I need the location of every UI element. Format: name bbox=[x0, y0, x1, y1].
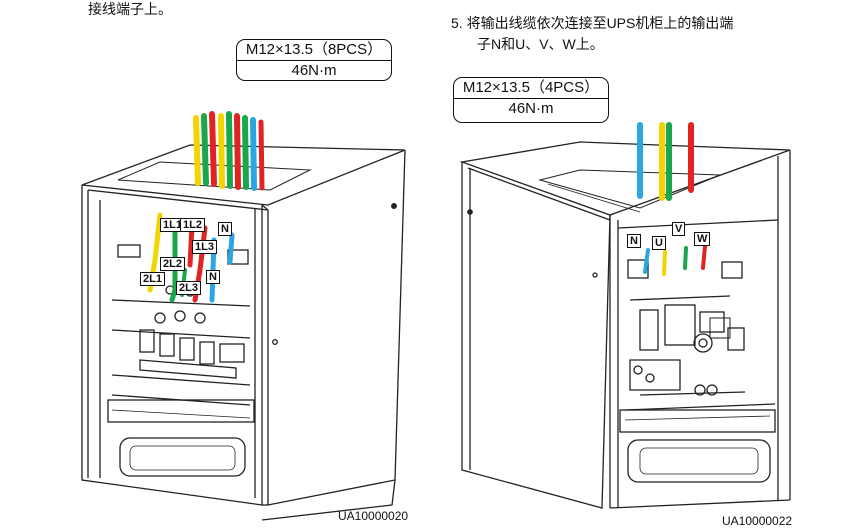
right-spec-torque: 46N·m bbox=[508, 100, 554, 117]
right-torque-spec-box: M12×13.5（4PCS） 46N·m bbox=[453, 77, 609, 123]
terminal-label: U bbox=[652, 236, 666, 250]
right-spec-bolt: M12×13.5（4PCS） bbox=[454, 78, 608, 99]
right-figure-code: UA10000022 bbox=[722, 514, 793, 528]
left-text-tail: 接线端子上。 bbox=[88, 1, 172, 17]
terminal-label: N bbox=[627, 234, 641, 248]
terminal-label: V bbox=[672, 222, 686, 236]
left-spec-torque: 46N·m bbox=[291, 62, 337, 79]
terminal-label: 2L3 bbox=[176, 281, 201, 295]
left-torque-spec-box: M12×13.5（8PCS） 46N·m bbox=[236, 39, 392, 81]
terminal-label: 2L1 bbox=[140, 272, 165, 286]
terminal-label: W bbox=[694, 232, 711, 246]
left-cabinet-drawing bbox=[81, 144, 406, 521]
terminal-label: N bbox=[206, 270, 220, 284]
terminal-label: 1L2 bbox=[180, 218, 205, 232]
terminal-label: 1L3 bbox=[192, 240, 217, 254]
terminal-label: 1L1 bbox=[160, 218, 185, 232]
left-figure-code: UA10000020 bbox=[338, 509, 409, 523]
left-spec-bolt: M12×13.5（8PCS） bbox=[237, 40, 391, 61]
step5-text-line2: 子N和U、V、W上。 bbox=[477, 36, 604, 52]
step5-text-line1: 5. 将输出线缆依次连接至UPS机柜上的输出端 bbox=[451, 15, 734, 31]
right-cabinet-drawing bbox=[459, 141, 791, 509]
terminal-label: 2L2 bbox=[160, 257, 185, 271]
terminal-label: N bbox=[218, 222, 232, 236]
right-cables bbox=[637, 122, 707, 276]
